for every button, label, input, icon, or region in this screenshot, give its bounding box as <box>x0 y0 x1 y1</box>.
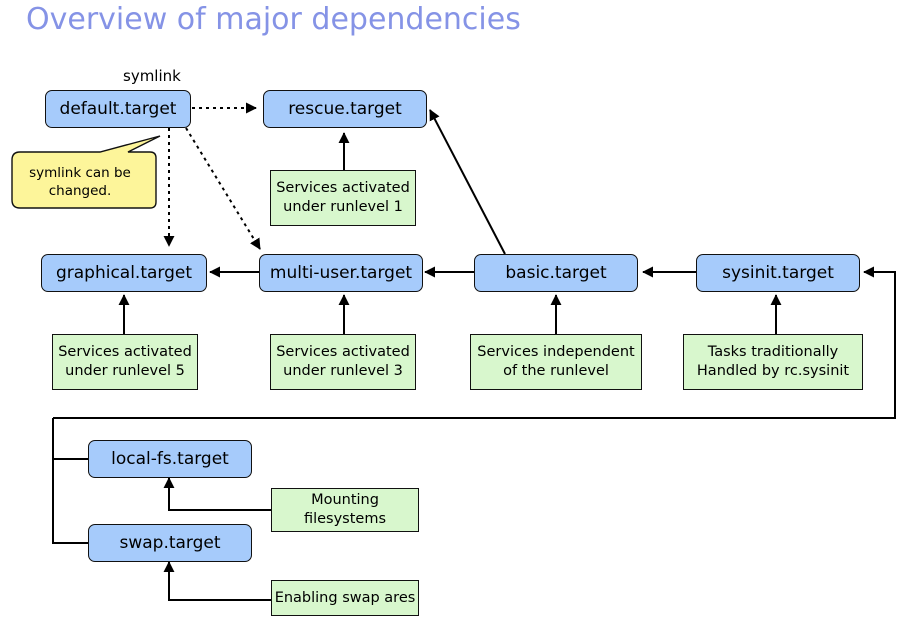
note-basic-line-2: of the runlevel <box>503 363 609 379</box>
note-sysinit-line-1: Tasks traditionally <box>707 344 839 360</box>
note-sysinit-line-2: Handled by rc.sysinit <box>696 363 850 379</box>
diagram-title: Overview of major dependencies <box>26 2 521 37</box>
node-default-target: default.target <box>45 90 191 128</box>
note-sysinit: Tasks traditionally Handled by rc.sysini… <box>683 334 863 390</box>
callout-bubble <box>11 135 161 209</box>
note-multi-user: Services activated under runlevel 3 <box>270 334 416 390</box>
note-graphical: Services activated under runlevel 5 <box>52 334 198 390</box>
node-rescue-target: rescue.target <box>263 90 427 128</box>
note-multi-user-line-1: Services activated <box>276 344 410 360</box>
note-rescue-line-1: Services activated <box>276 180 410 196</box>
arrow-default-to-multi-user <box>185 127 261 250</box>
symlink-label: symlink <box>123 67 181 85</box>
note-multi-user-line-2: under runlevel 3 <box>283 363 403 379</box>
note-rescue: Services activated under runlevel 1 <box>270 170 416 226</box>
note-local-fs-line-1: Mounting <box>311 492 379 508</box>
bracket-fs-swap <box>52 458 90 544</box>
note-graphical-line-1: Services activated <box>58 344 192 360</box>
arrow-note-local-fs <box>163 477 271 511</box>
arrow-note-swap <box>163 561 271 601</box>
note-graphical-line-2: under runlevel 5 <box>65 363 185 379</box>
arrow-basic-to-rescue <box>429 109 506 255</box>
note-swap: Enabling swap ares <box>271 580 419 616</box>
note-swap-line-1: Enabling swap ares <box>274 589 416 606</box>
node-multi-user-target: multi-user.target <box>259 254 423 292</box>
node-sysinit-target: sysinit.target <box>696 254 860 292</box>
arrow-fs-swap-to-sysinit <box>53 266 896 419</box>
note-basic-line-1: Services independent <box>477 344 635 360</box>
note-local-fs: Mounting filesystems <box>271 488 419 532</box>
callout-text: symlink can be changed. <box>14 160 146 204</box>
node-basic-target: basic.target <box>474 254 638 292</box>
callout-line-1: symlink can be <box>29 165 131 181</box>
note-rescue-line-2: under runlevel 1 <box>283 199 403 215</box>
note-local-fs-line-2: filesystems <box>303 511 387 527</box>
node-swap-target: swap.target <box>88 524 252 562</box>
note-basic: Services independent of the runlevel <box>470 334 642 390</box>
node-graphical-target: graphical.target <box>41 254 207 292</box>
node-local-fs-target: local-fs.target <box>88 440 252 478</box>
callout-line-2: changed. <box>48 183 112 199</box>
